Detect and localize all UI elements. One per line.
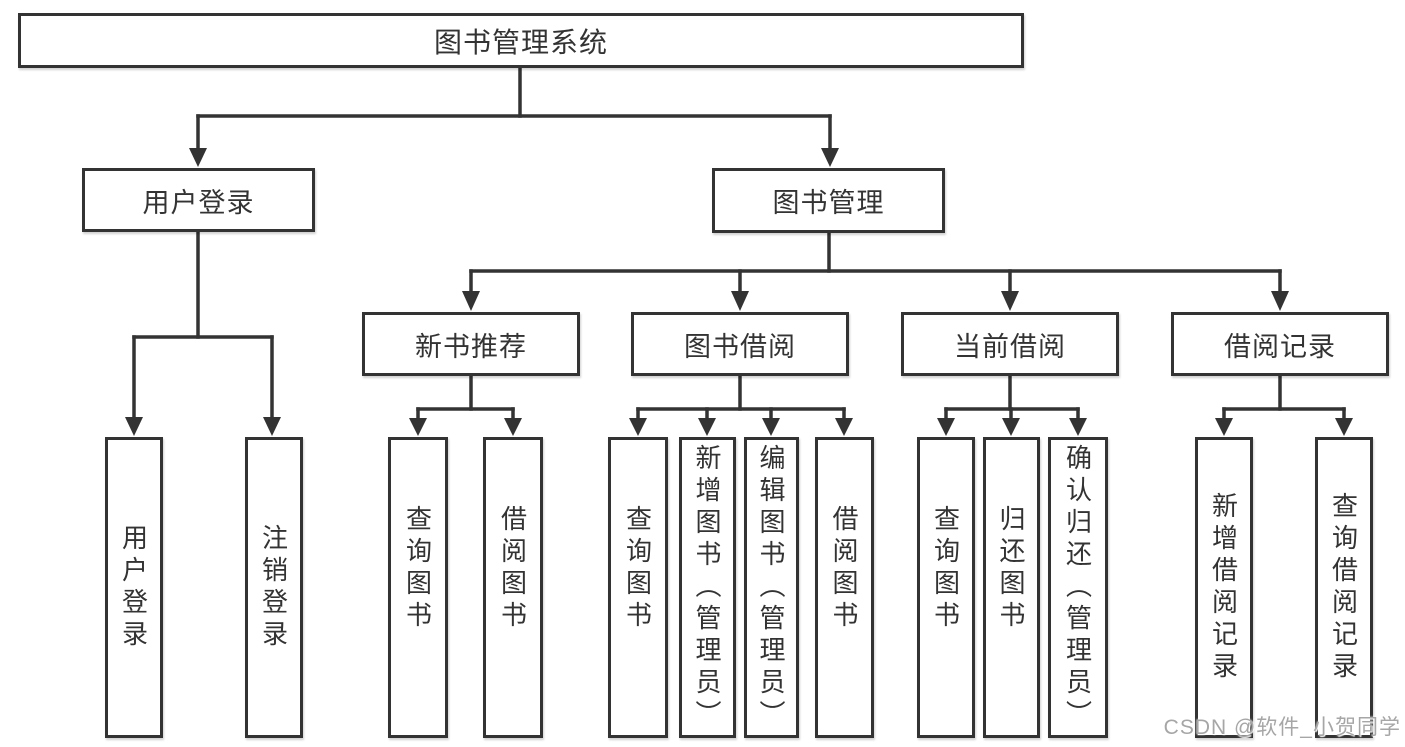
leaf-newbook-query-books: 查询图书	[388, 437, 448, 738]
node-book-management: 图书管理	[712, 168, 945, 233]
node-current-borrow: 当前借阅	[901, 312, 1119, 376]
leaf-borrow-query-books: 查询图书	[608, 437, 668, 738]
node-root-label: 图书管理系统	[433, 26, 608, 58]
csdn-watermark: CSDN @软件_小贺同学	[1163, 716, 1401, 739]
leaf-borrow-add-books-admin: 新增图书（管理员）	[679, 437, 736, 738]
leaf-newbook-borrow-books: 借阅图书	[483, 437, 543, 738]
node-book-management-label: 图书管理	[772, 188, 885, 218]
leaf-logout: 注销登录	[245, 437, 303, 738]
leaf-borrow-edit-books-admin: 编辑图书（管理员）	[744, 437, 799, 738]
node-current-borrow-label: 当前借阅	[954, 331, 1066, 362]
node-borrow-record: 借阅记录	[1171, 312, 1389, 376]
leaf-current-return-books: 归还图书	[983, 437, 1040, 738]
node-book-borrow-label: 图书借阅	[684, 331, 796, 362]
leaf-current-confirm-return-admin: 确认归还（管理员）	[1048, 437, 1108, 738]
node-borrow-record-label: 借阅记录	[1224, 331, 1336, 362]
leaf-user-login: 用户登录	[105, 437, 163, 738]
node-user-login-label: 用户登录	[142, 187, 255, 218]
node-new-book: 新书推荐	[362, 312, 580, 376]
leaf-borrow-borrow-books: 借阅图书	[815, 437, 874, 738]
leaf-record-add-borrow-record: 新增借阅记录	[1195, 437, 1253, 738]
node-root-system: 图书管理系统	[18, 13, 1024, 68]
leaf-current-query-books: 查询图书	[917, 437, 975, 738]
node-book-borrow: 图书借阅	[631, 312, 849, 376]
node-new-book-label: 新书推荐	[415, 331, 527, 362]
arrowheads	[125, 148, 1353, 436]
node-user-login: 用户登录	[82, 168, 315, 232]
leaf-record-query-borrow-record: 查询借阅记录	[1315, 437, 1373, 738]
